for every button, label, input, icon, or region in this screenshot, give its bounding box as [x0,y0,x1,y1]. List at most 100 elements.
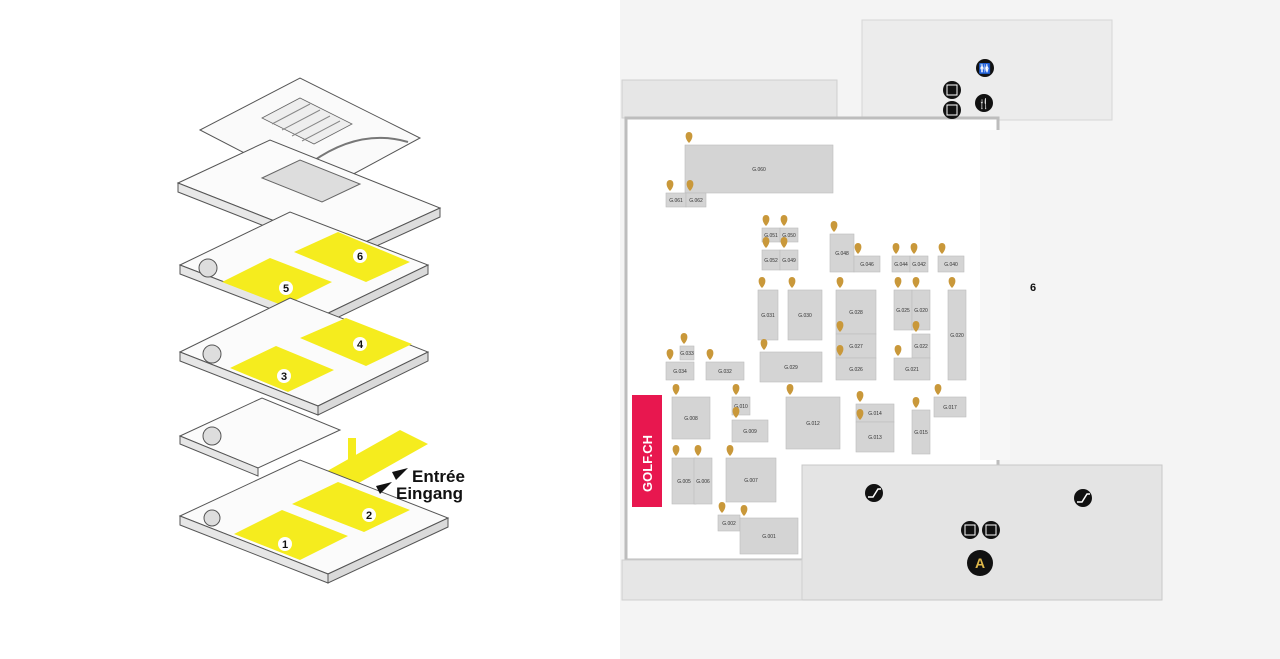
booth-label: G.042 [912,262,926,268]
service-area-top-left [621,79,838,119]
escalator-icon[interactable] [865,484,883,502]
elevator-icon[interactable] [961,521,979,539]
booth-label: G.009 [743,429,757,435]
location-pin-icon[interactable] [726,445,734,456]
booth-label: G.012 [806,421,820,427]
location-pin-icon[interactable] [830,221,838,232]
location-pin-icon[interactable] [786,384,794,395]
booth[interactable] [787,289,823,341]
location-pin-icon[interactable] [948,277,956,288]
booth-label: G.001 [762,534,776,540]
location-pin-icon[interactable] [912,397,920,408]
location-pin-icon[interactable] [732,407,740,418]
location-pin-icon[interactable] [718,502,726,513]
booth[interactable] [725,457,777,503]
location-pin-icon[interactable] [788,277,796,288]
booth[interactable] [665,361,695,381]
escalator-icon[interactable] [1074,489,1092,507]
floor-3-marker [277,369,291,383]
booth[interactable] [679,345,695,361]
toilets-icon[interactable]: 🚻 [976,59,994,77]
location-pin-icon[interactable] [856,391,864,402]
booth[interactable] [893,357,931,381]
booth[interactable] [685,192,707,208]
booth[interactable] [739,517,799,555]
booth[interactable] [757,289,779,341]
floor-5-highlight[interactable] [222,258,332,306]
booth[interactable] [937,255,965,273]
booth[interactable] [705,361,745,381]
location-pin-icon[interactable] [910,243,918,254]
booth[interactable] [909,255,929,273]
booth-label: G.049 [782,258,796,264]
location-pin-icon[interactable] [762,215,770,226]
elevator-icon[interactable] [943,81,961,99]
booth[interactable] [835,333,877,359]
booth[interactable] [731,419,769,443]
location-pin-icon[interactable] [760,339,768,350]
location-pin-icon[interactable] [762,237,770,248]
location-pin-icon[interactable] [934,384,942,395]
location-pin-icon[interactable] [912,321,920,332]
location-pin-icon[interactable] [912,277,920,288]
booth[interactable] [671,396,711,440]
elevator-icon[interactable] [982,521,1000,539]
restaurant-icon[interactable]: 🍴 [975,94,993,112]
booth[interactable] [693,457,713,505]
location-pin-icon[interactable] [856,409,864,420]
location-pin-icon[interactable] [758,277,766,288]
booth[interactable] [759,351,823,383]
location-pin-icon[interactable] [740,505,748,516]
location-pin-icon[interactable] [836,345,844,356]
floor-2-highlight[interactable] [292,482,410,532]
booth[interactable] [933,396,967,418]
exit-icon[interactable]: A [967,550,993,576]
location-pin-icon[interactable] [706,349,714,360]
location-pin-icon[interactable] [894,345,902,356]
floor-6-highlight[interactable] [294,232,410,282]
location-pin-icon[interactable] [666,349,674,360]
booth[interactable] [785,396,841,450]
booth-label: G.052 [764,258,778,264]
sponsor-banner[interactable] [632,395,662,507]
location-pin-icon[interactable] [686,180,694,191]
location-pin-icon[interactable] [892,243,900,254]
svg-text:🚻: 🚻 [979,62,991,75]
booth[interactable] [947,289,967,381]
location-pin-icon[interactable] [672,384,680,395]
booth[interactable] [911,409,931,455]
location-pin-icon[interactable] [732,384,740,395]
location-pin-icon[interactable] [680,333,688,344]
location-pin-icon[interactable] [894,277,902,288]
booth-label: G.060 [752,167,766,173]
booth-label: G.026 [849,367,863,373]
booth[interactable] [911,289,931,331]
booth[interactable] [835,357,877,381]
location-pin-icon[interactable] [666,180,674,191]
booth-label: G.061 [669,198,683,204]
location-pin-icon[interactable] [694,445,702,456]
booth-label: G.017 [943,405,957,411]
booth[interactable] [671,457,697,505]
booth-label: G.020 [950,333,964,339]
location-pin-icon[interactable] [780,237,788,248]
elevator-icon[interactable] [943,101,961,119]
floor-1-highlight[interactable] [234,510,348,560]
location-pin-icon[interactable] [854,243,862,254]
booth[interactable] [829,233,855,273]
location-pin-icon[interactable] [685,132,693,143]
booth[interactable] [853,255,881,273]
location-pin-icon[interactable] [672,445,680,456]
sponsor-label: GOLF.CH [640,435,655,492]
location-pin-icon[interactable] [836,321,844,332]
floor-3-number: 3 [281,371,287,383]
location-pin-icon[interactable] [836,277,844,288]
booth[interactable] [855,421,895,453]
booth[interactable] [779,249,799,271]
booth-label: G.025 [896,308,910,314]
location-pin-icon[interactable] [938,243,946,254]
floor-3-highlight[interactable] [230,346,334,392]
location-pin-icon[interactable] [780,215,788,226]
booth-label: G.044 [894,262,908,268]
booth[interactable] [684,144,834,194]
